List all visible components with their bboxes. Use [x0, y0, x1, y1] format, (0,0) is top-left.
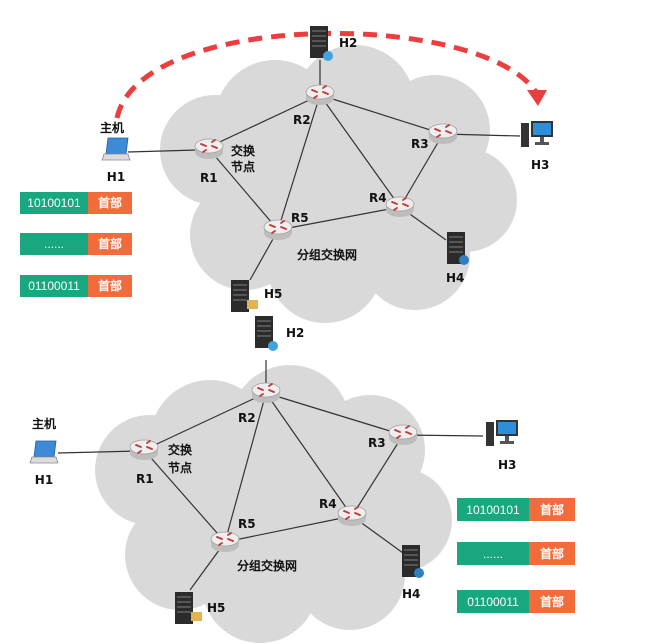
transfer-arc	[114, 30, 539, 119]
packet-header: 首部	[540, 594, 564, 609]
globe-icon	[323, 51, 333, 61]
router-icon	[385, 196, 415, 218]
node-label-h1: H1	[35, 473, 53, 487]
router-icon	[428, 123, 458, 145]
node-label-r2: R2	[293, 113, 311, 127]
node-label-h4: H4	[402, 587, 420, 601]
link-r1-r2	[143, 392, 267, 451]
link-r1-r5	[143, 449, 226, 543]
node-label-r5: R5	[238, 517, 256, 531]
node-label-r1: R1	[136, 472, 154, 486]
packet-data: ......	[44, 237, 64, 251]
switch-node-label-line2: 节点	[231, 159, 255, 174]
link-r2-r5	[224, 392, 267, 543]
router-icon	[263, 219, 293, 241]
link-h1-r1	[127, 149, 198, 153]
link-r2-r5	[277, 94, 321, 231]
node-label-h5: H5	[207, 601, 225, 615]
link-r1-r5	[208, 148, 279, 231]
packet: 01100011 首部	[457, 590, 575, 613]
laptop-icon	[29, 440, 59, 464]
desktop-icon	[486, 420, 518, 446]
node-label-h2: H2	[286, 326, 304, 340]
user-icon	[414, 568, 424, 578]
arrow-head	[527, 90, 547, 106]
node-label-r1: R1	[200, 171, 218, 185]
globe-icon	[268, 341, 278, 351]
packet-data: ......	[483, 547, 503, 561]
packet-data: 01100011	[28, 279, 80, 293]
user-icon	[459, 255, 469, 265]
router-icon	[129, 439, 159, 461]
network-bottom: 主机 H1 H2 H3 H4 H5 R1 R2 R3 R4 R5 交换 节点 分…	[29, 316, 575, 643]
network-label: 分组交换网	[297, 247, 357, 262]
packet-header: 首部	[98, 278, 122, 293]
packet: ...... 首部	[20, 233, 132, 255]
link-r5-r4	[277, 206, 401, 231]
link-r1-r2	[208, 94, 321, 148]
packet-data: 10100101	[466, 503, 520, 517]
packet: 01100011 首部	[20, 275, 132, 297]
router-icon	[388, 424, 418, 446]
packet-header: 首部	[540, 546, 564, 561]
packet: 10100101 首部	[457, 498, 575, 521]
cloud	[95, 365, 452, 643]
node-label-h3: H3	[531, 158, 549, 172]
node-label-r3: R3	[411, 137, 429, 151]
host-label: 主机	[100, 120, 124, 135]
server-icon	[231, 280, 249, 312]
server-icon	[175, 592, 193, 624]
router-icon	[194, 138, 224, 160]
switch-node-label-line1: 交换	[231, 143, 256, 158]
node-label-h5: H5	[264, 287, 282, 301]
link-r2-r3	[265, 392, 404, 436]
packet-list: 10100101 首部 ...... 首部 01100011 首部	[20, 192, 132, 297]
laptop-icon	[101, 137, 131, 161]
node-label-r4: R4	[319, 497, 337, 511]
link-r2-r3	[319, 94, 444, 135]
packet-header: 首部	[98, 236, 122, 251]
packet-list: 10100101 首部 ...... 首部 01100011 首部	[457, 498, 575, 613]
host-label: 主机	[32, 416, 56, 431]
router-icon	[251, 382, 281, 404]
router-icon	[210, 531, 240, 553]
node-label-h3: H3	[498, 458, 516, 472]
node-label-h4: H4	[446, 271, 464, 285]
link-r3-r4	[351, 434, 404, 517]
node-label-r5: R5	[291, 211, 309, 225]
folder-icon	[191, 612, 202, 621]
link-r2-r4	[265, 392, 353, 517]
packet-data: 10100101	[27, 196, 81, 210]
router-icon	[337, 505, 367, 527]
packet-header: 首部	[98, 195, 122, 210]
node-label-r3: R3	[368, 436, 386, 450]
desktop-icon	[521, 121, 553, 147]
packet-data: 01100011	[467, 595, 519, 609]
link-h1-r1	[57, 450, 139, 454]
router-icon	[305, 84, 335, 106]
link-r2-r4	[319, 94, 401, 208]
switch-node-label-line1: 交换	[168, 442, 193, 457]
packet: 10100101 首部	[20, 192, 132, 214]
packet-header: 首部	[540, 502, 564, 517]
network-top: 主机 H1 H2 H3 H4 H5 R1 R2 R3 R4 R5 交换 节点 分…	[20, 26, 553, 323]
network-label: 分组交换网	[237, 558, 297, 573]
node-label-h2: H2	[339, 36, 357, 50]
switch-node-label-line2: 节点	[168, 460, 192, 475]
node-label-h1: H1	[107, 170, 125, 184]
node-label-r2: R2	[238, 411, 256, 425]
link-r5-r4	[224, 515, 353, 543]
packet: ...... 首部	[457, 542, 575, 565]
link-r3-r4	[399, 133, 444, 208]
folder-icon	[247, 300, 258, 309]
node-label-r4: R4	[369, 191, 387, 205]
